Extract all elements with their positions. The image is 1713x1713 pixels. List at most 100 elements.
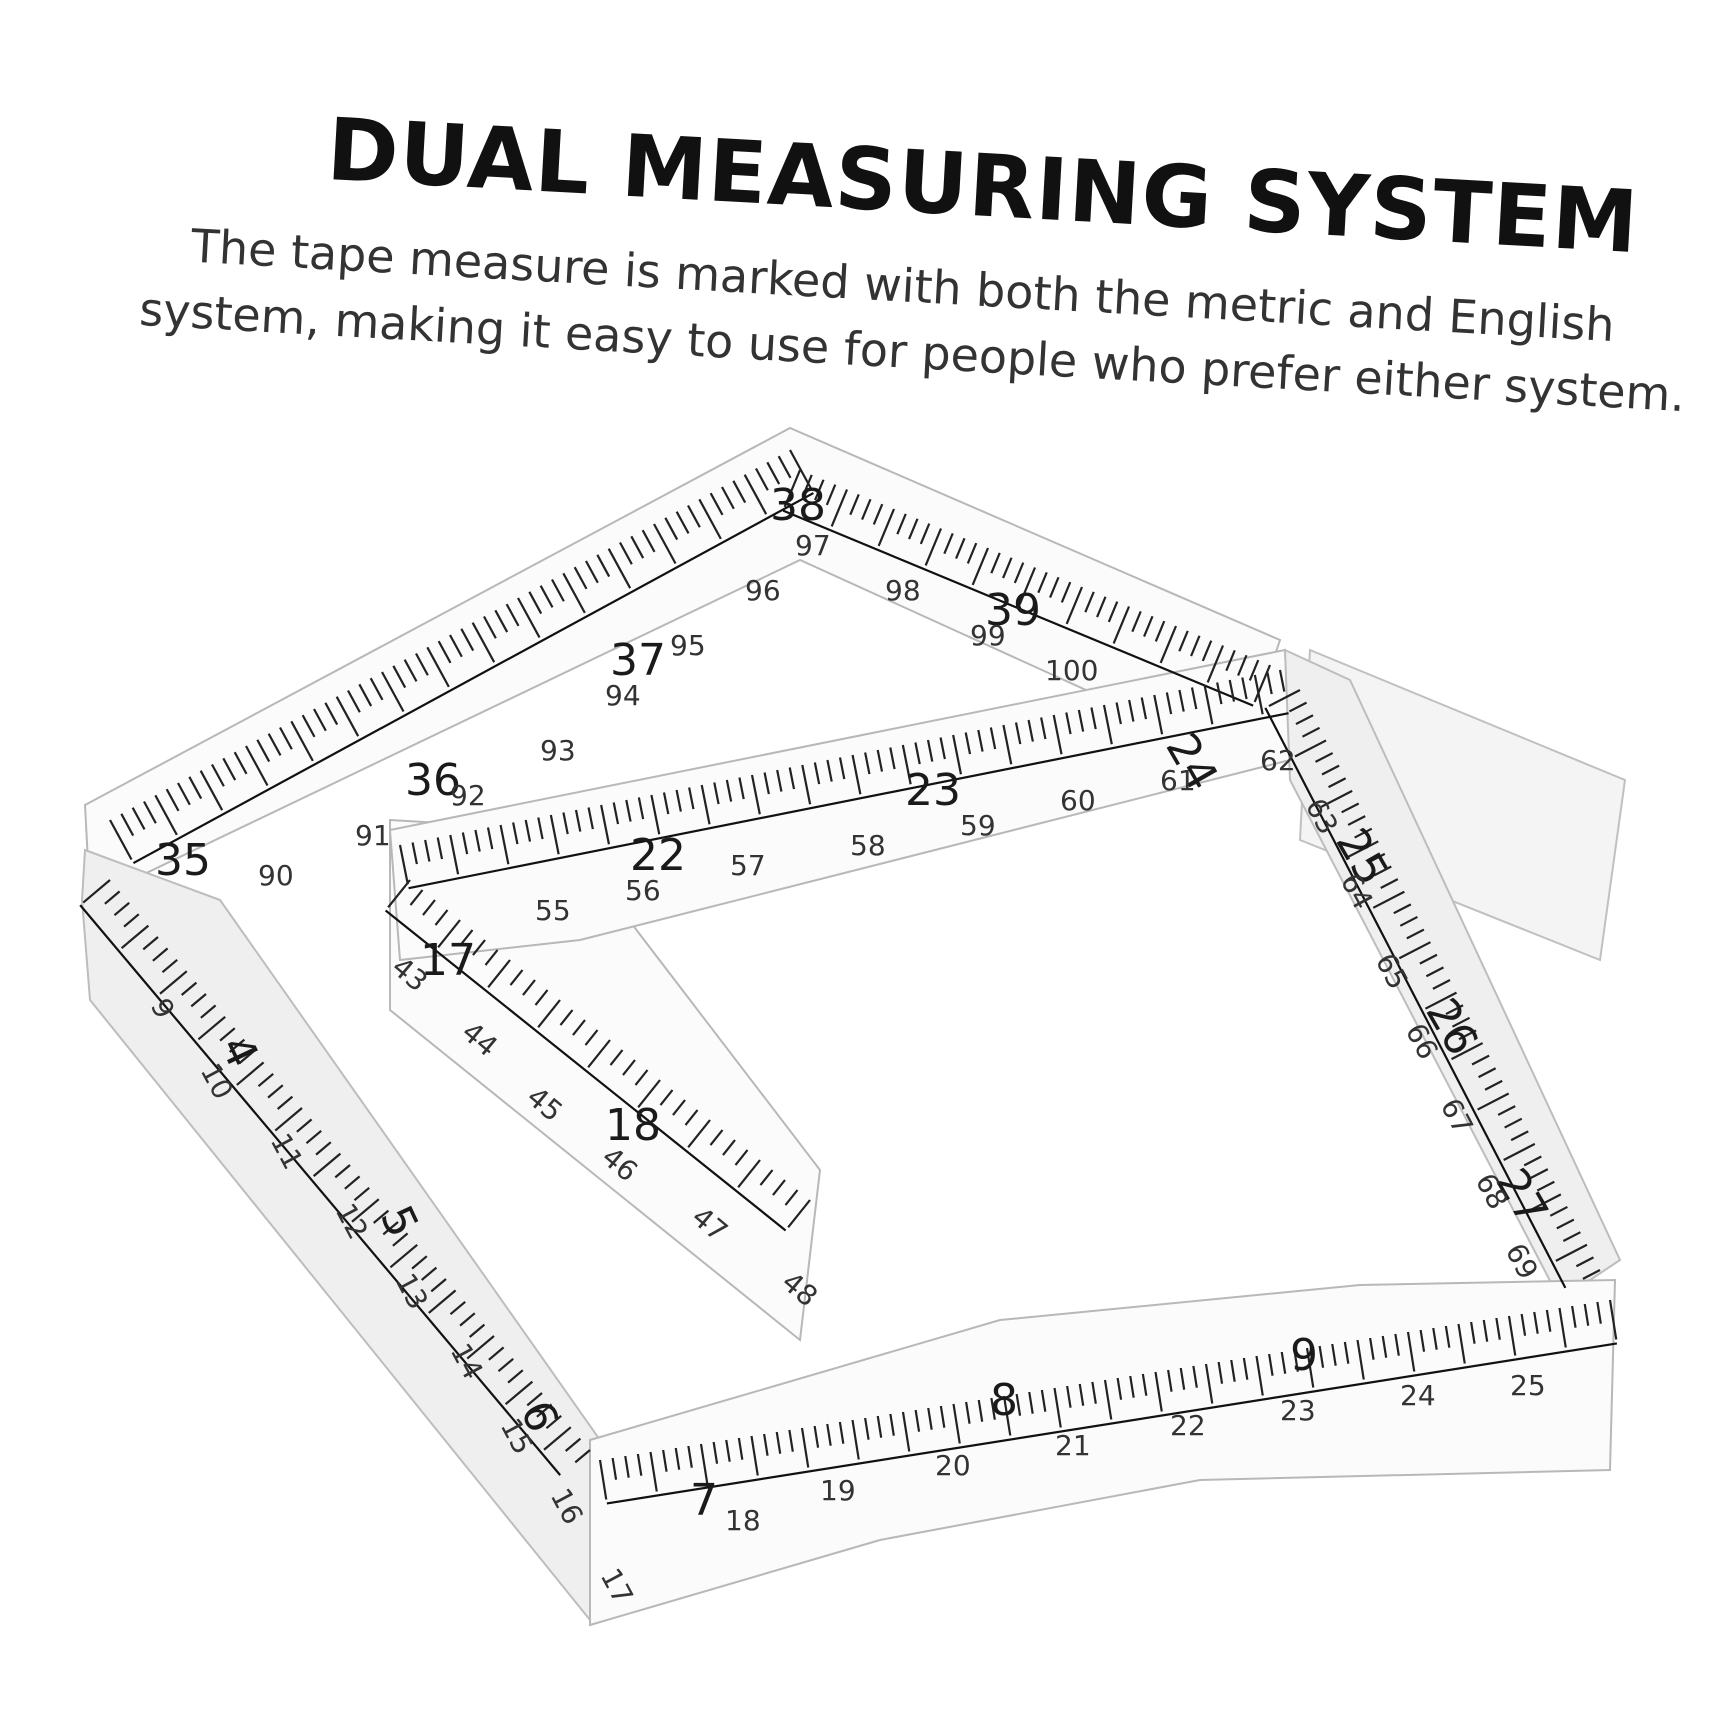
tape-tick xyxy=(430,1278,447,1293)
tape-tick xyxy=(315,1141,332,1156)
tape-tick xyxy=(1013,562,1025,584)
tape-tick xyxy=(1381,1335,1388,1358)
tape-tick xyxy=(335,696,360,737)
tape-tick xyxy=(1320,789,1353,808)
tape-tick xyxy=(131,807,146,830)
tape-tick xyxy=(411,1255,428,1270)
tape-tick xyxy=(1523,1155,1542,1167)
tape-tick xyxy=(200,1004,217,1019)
tape-tick xyxy=(1091,1381,1097,1404)
tape-tick xyxy=(662,792,670,815)
tape-tick xyxy=(274,1107,303,1132)
tape-tick xyxy=(636,1453,643,1476)
tape-tick xyxy=(1154,620,1166,642)
tape-tick xyxy=(517,597,541,639)
tape-tick xyxy=(624,1455,630,1478)
tape-tick xyxy=(1549,1205,1568,1217)
tape-tick xyxy=(392,1232,409,1247)
tape-tick xyxy=(1065,712,1072,735)
tape-tick xyxy=(889,1413,895,1436)
tape-tick xyxy=(534,989,549,1006)
tape-tick xyxy=(459,1312,476,1327)
tape-tick xyxy=(1575,1256,1594,1268)
tape-tick xyxy=(1107,601,1119,623)
tape-tick xyxy=(468,1323,486,1338)
cm-label: 23 xyxy=(1280,1394,1316,1427)
tape-tick xyxy=(1066,1385,1072,1408)
tape-tick xyxy=(612,802,620,825)
tape-tick xyxy=(662,1449,668,1472)
tape-tick xyxy=(1444,1325,1451,1348)
tape-tick xyxy=(687,1119,711,1149)
tape-tick xyxy=(449,834,460,875)
tape-tick xyxy=(1203,684,1214,725)
inch-label: 36 xyxy=(405,755,461,806)
tape-tick xyxy=(1398,941,1431,960)
tape-tick xyxy=(313,708,327,732)
tape-tick xyxy=(1225,649,1236,672)
tape-tick xyxy=(977,729,984,752)
tape-segment-middle xyxy=(388,648,1292,962)
tape-tick xyxy=(1153,694,1164,735)
tape-tick xyxy=(1288,701,1308,713)
tape-tick xyxy=(787,1199,811,1229)
tape-tick xyxy=(382,1221,399,1236)
tape-tick xyxy=(334,1164,351,1179)
tape-tick xyxy=(1141,1373,1148,1396)
tape-tick xyxy=(675,511,690,534)
tape-tick xyxy=(737,1437,744,1460)
tape-tick xyxy=(449,634,463,658)
tape-tick xyxy=(484,949,499,966)
tape-tick xyxy=(461,832,469,855)
cm-label: 94 xyxy=(605,679,641,712)
tape-tick xyxy=(641,529,656,553)
tape-tick xyxy=(499,824,510,865)
tape-tick xyxy=(1217,1361,1224,1384)
tape-tick xyxy=(611,1457,618,1480)
tape-tick xyxy=(369,677,384,701)
tape-tick xyxy=(1253,674,1264,715)
tape-tick xyxy=(1278,669,1286,692)
tape-tick xyxy=(290,720,314,762)
tape-tick xyxy=(650,794,661,835)
tape-tick xyxy=(573,566,588,590)
tape-tick xyxy=(1331,1343,1337,1366)
tape-tick xyxy=(572,1019,586,1036)
tape-tick xyxy=(737,1159,761,1189)
tape-tick xyxy=(436,837,444,860)
tape-tick xyxy=(776,769,783,792)
tape-tick xyxy=(1346,840,1379,859)
tape-tick xyxy=(955,537,966,559)
tape-tick xyxy=(1190,635,1201,657)
tape-tick xyxy=(732,480,747,504)
tape-tick xyxy=(562,572,586,614)
tape-tick xyxy=(722,1139,736,1156)
tape-tick xyxy=(990,552,1001,574)
tape-tick xyxy=(1065,586,1084,625)
tape-tick xyxy=(449,1300,466,1316)
tape-tick xyxy=(1504,1117,1523,1129)
tape-tick xyxy=(409,889,424,906)
inch-label: 22 xyxy=(630,830,686,881)
inch-label: 37 xyxy=(610,635,666,686)
cm-label: 96 xyxy=(745,574,781,607)
cm-label: 61 xyxy=(1160,764,1196,797)
tape-tick xyxy=(120,924,150,949)
tape-tick xyxy=(914,742,921,765)
tape-tick xyxy=(528,591,543,615)
tape-tick xyxy=(358,683,373,707)
tape-segment-bottom xyxy=(589,1278,1617,1627)
tape-tick xyxy=(1090,707,1097,730)
tape-tick xyxy=(211,763,225,787)
tape-tick xyxy=(788,767,796,790)
tape-tick xyxy=(347,689,361,713)
inch-label: 39 xyxy=(985,585,1041,636)
tape-tick xyxy=(437,640,452,664)
tape-tick xyxy=(537,817,544,840)
tape-tick xyxy=(372,1209,390,1224)
tape-tick xyxy=(1530,1168,1549,1179)
tape-tick xyxy=(411,842,418,865)
tape-tick xyxy=(1216,682,1223,705)
tape-tick xyxy=(1328,777,1347,789)
tape-tick xyxy=(766,461,781,485)
